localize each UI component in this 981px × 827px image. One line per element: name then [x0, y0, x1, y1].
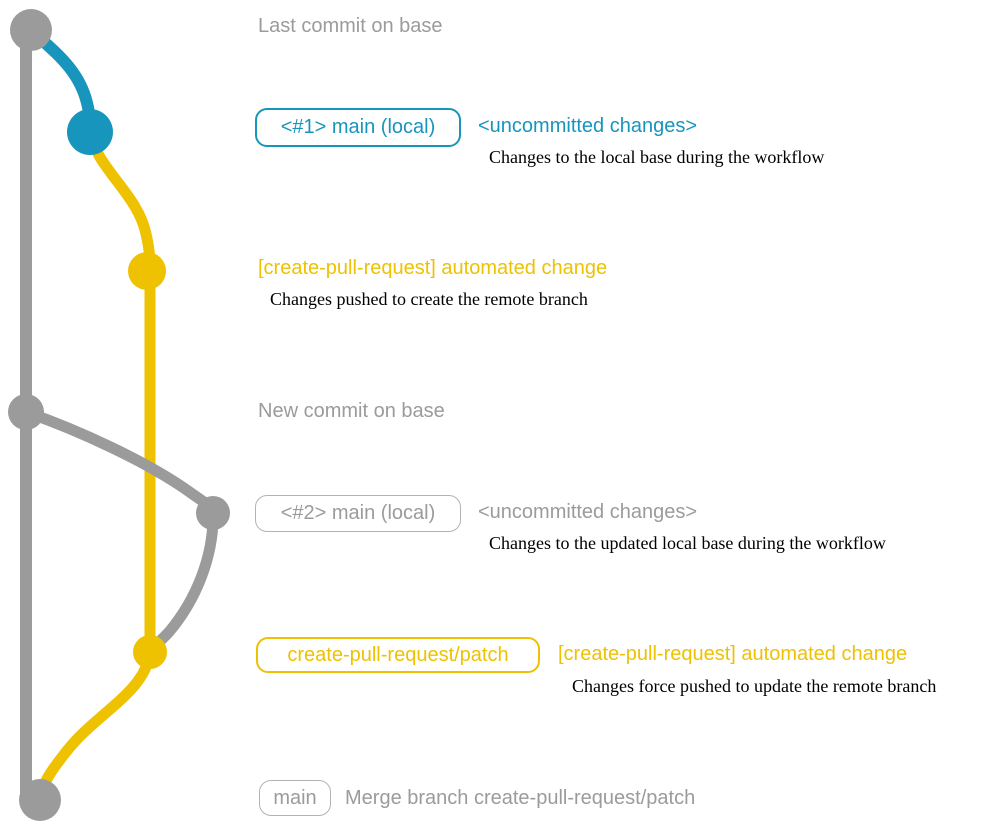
rebase-branch-line-upper — [20, 406, 219, 519]
label-uncommitted-changes-2: <uncommitted changes> — [478, 501, 698, 523]
desc-changes-force-pushed: Changes force pushed to update the remot… — [572, 676, 937, 696]
commit-dot-merge — [19, 779, 61, 821]
commit-dot-main-local-2 — [196, 496, 230, 530]
commit-dot-last-base — [10, 9, 52, 51]
branch-label-box-main-local-1: <#1> main (local) — [255, 108, 461, 147]
commit-dot-new-base — [8, 394, 44, 430]
commit-dot-patch-1 — [128, 252, 166, 290]
branch-label-box-patch: create-pull-request/patch — [256, 637, 540, 673]
branch-label-box-main: main — [259, 780, 331, 816]
label-automated-change-1: [create-pull-request] automated change — [258, 257, 608, 279]
desc-local-base-changes: Changes to the local base during the wor… — [489, 147, 825, 167]
label-last-commit-on-base: Last commit on base — [258, 15, 443, 37]
patch-branch-line — [34, 126, 156, 806]
label-uncommitted-changes-1: <uncommitted changes> — [478, 115, 698, 137]
commit-dot-patch-2 — [133, 635, 167, 669]
label-merge-branch: Merge branch create-pull-request/patch — [345, 787, 696, 809]
label-new-commit-on-base: New commit on base — [258, 400, 445, 422]
label-automated-change-2: [create-pull-request] automated change — [558, 643, 908, 665]
commit-dot-main-local-1 — [67, 109, 113, 155]
desc-updated-local-base-changes: Changes to the updated local base during… — [489, 533, 886, 553]
rebase-branch-line-lower — [144, 507, 219, 658]
desc-changes-pushed: Changes pushed to create the remote bran… — [270, 289, 588, 309]
branch-label-box-main-local-2: <#2> main (local) — [255, 495, 461, 532]
